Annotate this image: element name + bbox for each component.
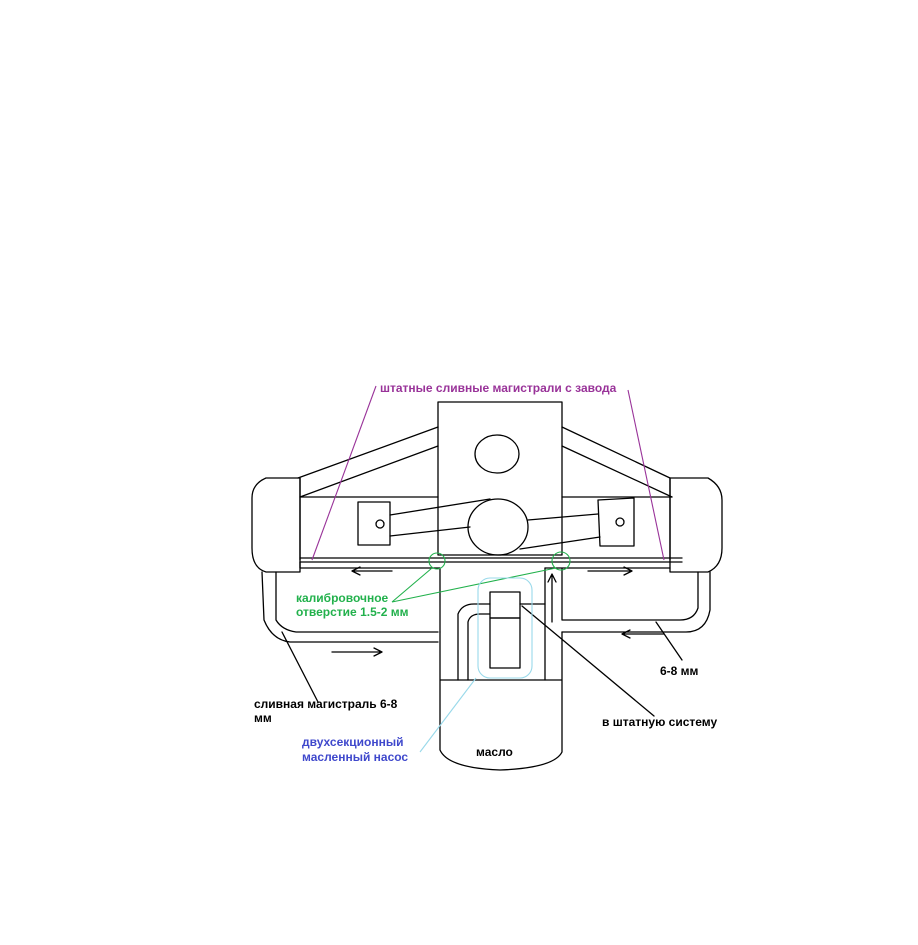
pump-section-upper <box>489 591 521 619</box>
left-piston-pin <box>375 519 385 529</box>
upper-rail <box>299 557 683 563</box>
label-pump-1: двухсекционный <box>302 735 403 749</box>
label-right-size: 6-8 мм <box>660 664 699 678</box>
crankshaft-circle <box>467 498 529 556</box>
left-inner-wall <box>299 477 439 561</box>
leader-calibrated <box>391 567 557 603</box>
central-block <box>437 401 563 556</box>
arrow-right-top <box>587 566 633 576</box>
leader-pump <box>419 677 477 753</box>
arrow-up <box>547 573 557 623</box>
right-piston-pin <box>615 517 625 527</box>
right-upper-bar <box>561 426 673 498</box>
pump-highlight <box>477 577 533 679</box>
upper-circle <box>474 434 520 474</box>
left-crankcase <box>261 561 441 643</box>
label-calibrated-hole-1: калибровочное <box>296 591 389 605</box>
calibrated-hole-right <box>551 551 571 571</box>
pump-pipe <box>457 603 491 681</box>
left-upper-bar <box>297 426 439 498</box>
left-piston <box>357 501 391 546</box>
right-rod <box>519 513 601 550</box>
right-head-cover <box>669 477 723 573</box>
calibrated-hole-left <box>428 552 446 570</box>
left-head-cover <box>251 477 301 573</box>
label-pump-2: масленный насос <box>302 750 408 764</box>
left-rod <box>389 498 491 537</box>
leader-stock-system <box>521 605 655 717</box>
right-crankcase <box>544 567 711 633</box>
right-inner-wall <box>561 477 673 561</box>
arrow-right-bottom <box>621 629 665 639</box>
leader-right-size <box>655 621 683 661</box>
label-drain-line-2: мм <box>254 711 272 725</box>
leader-factory-left <box>311 385 377 561</box>
leader-drain-line <box>281 631 319 703</box>
label-stock-system: в штатную систему <box>602 715 717 729</box>
label-factory-drains: штатные сливные магистрали с завода <box>380 381 617 395</box>
arrow-left-bottom <box>331 647 383 657</box>
label-calibrated-hole-2: отверстие 1.5-2 мм <box>296 605 409 619</box>
leader-factory-right <box>627 389 665 561</box>
label-oil: масло <box>476 745 513 759</box>
arrow-left-top <box>351 566 393 576</box>
pump-section-lower <box>489 617 521 669</box>
oil-sump <box>439 631 563 771</box>
right-piston <box>597 497 635 547</box>
label-drain-line-1: сливная магистраль 6-8 <box>254 697 398 711</box>
